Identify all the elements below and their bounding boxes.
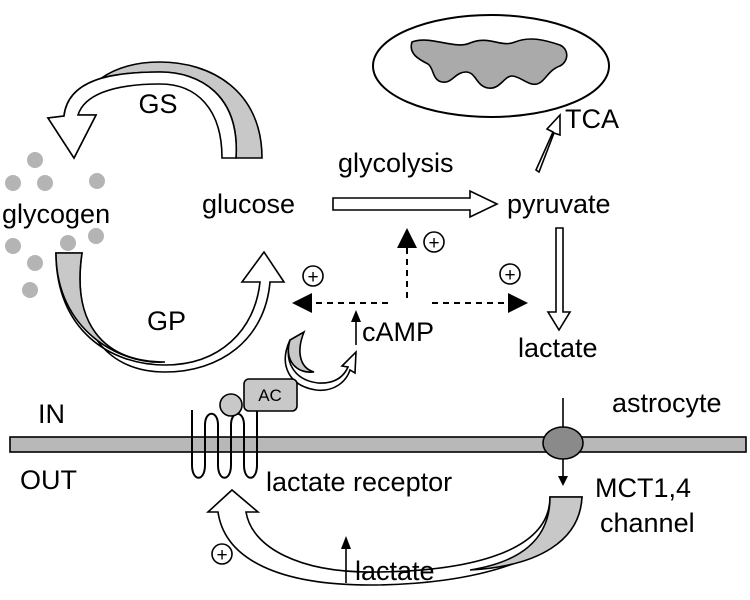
lactate-receptor-icon [191, 393, 258, 479]
label-pyruvate: pyruvate [507, 189, 611, 219]
cell-membrane [9, 436, 747, 453]
camp-up-arrow [351, 310, 361, 345]
label-lactate-extracellular: lactate [355, 556, 435, 586]
svg-text:+: + [216, 545, 227, 566]
label-lactate-receptor: lactate receptor [266, 467, 452, 497]
camp-dashed-arrows [292, 228, 528, 313]
glycogen-granules [5, 152, 105, 298]
pyruvate-to-lactate-arrow [546, 227, 572, 332]
label-glycolysis: glycolysis [338, 148, 454, 178]
svg-text:+: + [428, 233, 439, 254]
label-astrocyte: astrocyte [612, 388, 722, 418]
svg-text:AC: AC [258, 386, 282, 405]
plus-sign-glycolysis: + [423, 231, 445, 254]
label-out: OUT [20, 465, 77, 495]
label-glucose: glucose [202, 189, 295, 219]
ac-to-camp-arrow [284, 330, 357, 392]
lactate-up-arrow [341, 536, 351, 583]
label-in: IN [38, 399, 65, 429]
lactate-efflux-arrow [205, 488, 583, 586]
glycolysis-arrow [332, 189, 499, 219]
plus-sign-glucose: + [302, 265, 324, 288]
label-gp: GP [147, 306, 186, 336]
label-lactate-intracellular: lactate [518, 333, 598, 363]
svg-text:+: + [504, 265, 515, 286]
plus-sign-lactate: + [499, 263, 521, 286]
mitochondrion-icon [372, 14, 610, 118]
label-glycogen: glycogen [2, 199, 110, 229]
plus-sign-out: + [211, 543, 233, 566]
mct-channel-icon [542, 398, 584, 486]
label-mct-line1: MCT1,4 [595, 473, 691, 503]
ac-enzyme-box: AC [243, 378, 298, 412]
label-tca: TCA [565, 104, 619, 134]
gs-curved-arrow [46, 61, 263, 160]
label-mct-line2: channel [600, 508, 695, 538]
label-camp: cAMP [362, 317, 434, 347]
svg-text:+: + [307, 267, 318, 288]
pyruvate-to-tca-arrow [534, 112, 561, 174]
gp-curved-arrow [55, 250, 286, 373]
label-gs: GS [138, 89, 177, 119]
